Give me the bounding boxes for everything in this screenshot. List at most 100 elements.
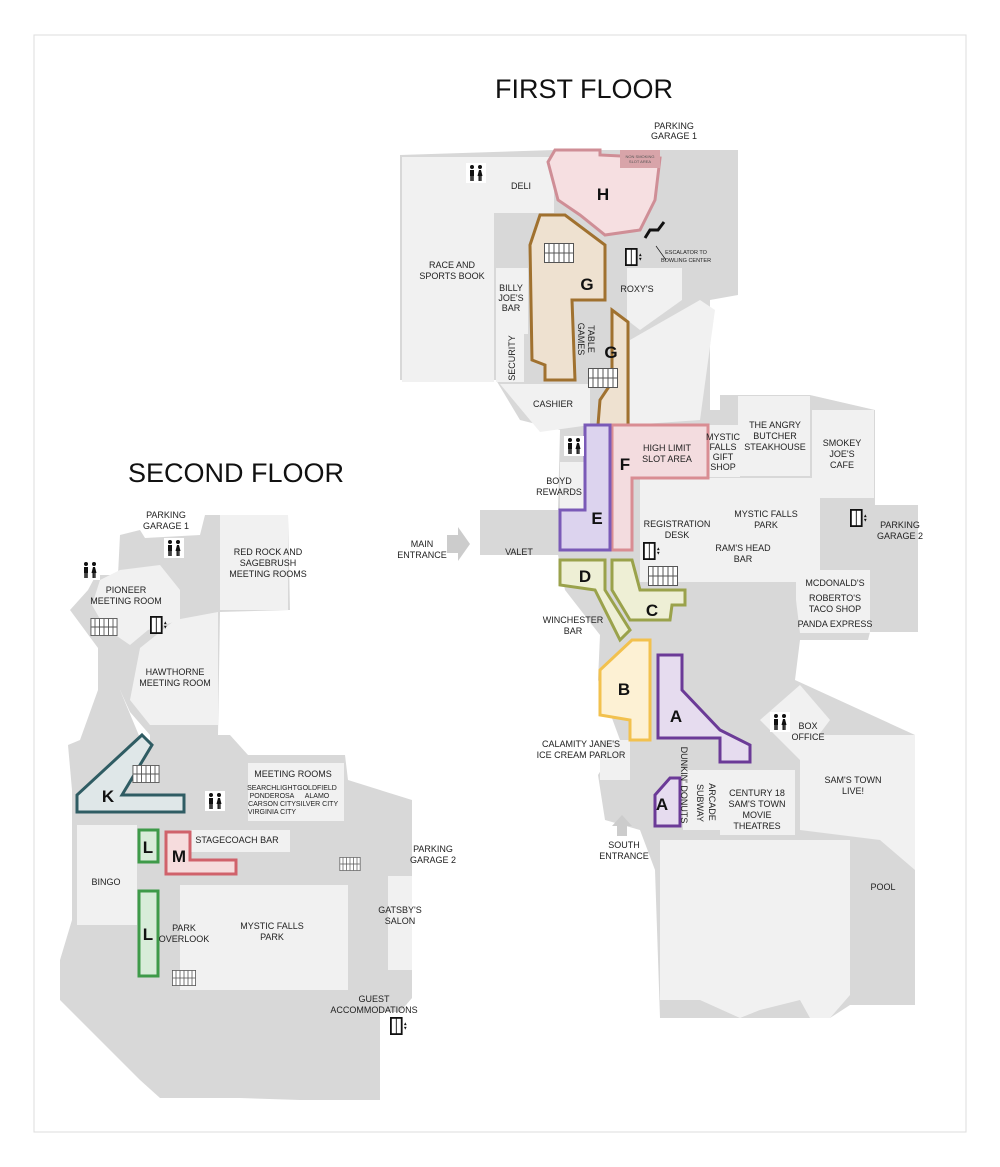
arcade-label: ARCADE [707, 783, 717, 821]
security-label: SECURITY [507, 335, 517, 381]
restroom-icon [205, 791, 225, 811]
first-floor-rooms [402, 157, 915, 1018]
meeting-rooms-room [248, 763, 344, 821]
stairs-icon [544, 243, 574, 263]
calamity-room [600, 740, 630, 780]
security-room [496, 334, 524, 382]
mystic-park-room-2 [180, 885, 348, 990]
deli-room [494, 157, 554, 213]
restroom-icon [164, 538, 184, 558]
billy-joes-room [496, 268, 528, 334]
first-floor-title: FIRST FLOOR [495, 74, 673, 104]
zone-h-area[interactable] [546, 148, 662, 237]
angry-butcher-room [738, 396, 810, 476]
zone-b-area[interactable] [598, 638, 652, 742]
zone-a2-area[interactable] [653, 776, 682, 828]
restroom-icon [770, 712, 790, 732]
escalator-icon [643, 221, 667, 261]
gift-shop-room [707, 425, 740, 477]
restroom-icon [80, 560, 100, 580]
restroom-icon [466, 163, 486, 183]
non-smoking-area [620, 150, 660, 168]
zone-c-label: C [646, 601, 658, 620]
subway-label: SUBWAY [695, 784, 705, 822]
valet-label: VALET [505, 547, 533, 557]
zone-c-area[interactable] [610, 558, 687, 622]
zone-l2-area[interactable] [137, 889, 160, 978]
zone-a2-label: A [656, 795, 668, 814]
second-floor-rooms [77, 515, 412, 990]
meeting-rooms-label: MEETING ROOMS [254, 769, 332, 779]
shops-room [683, 770, 720, 830]
stairs-icon [339, 857, 361, 871]
race-sports-room [402, 157, 494, 382]
zone-e-label: E [591, 509, 602, 528]
zone-e-area[interactable] [558, 423, 612, 552]
zone-l1-label: L [143, 838, 153, 857]
pool-label: POOL [870, 882, 895, 892]
dunkin-label: DUNKIN' DONUTS [679, 747, 689, 824]
zone-l2-label: L [143, 925, 153, 944]
stairs-icon [588, 368, 618, 388]
roxys-room [627, 268, 682, 330]
mcdonalds-label: MCDONALD'S [805, 578, 864, 588]
right-upper-room [630, 300, 715, 425]
cashier-label: CASHIER [533, 399, 574, 409]
second-floor-title: SECOND FLOOR [128, 458, 344, 488]
zone-d-area[interactable] [558, 558, 632, 643]
deli-label: DELI [511, 181, 531, 191]
century-room [720, 770, 795, 835]
stairs-icon [648, 566, 678, 586]
first-floor-zone-letters: H G G F E D C B A A [579, 185, 682, 814]
zone-h-label: H [597, 185, 609, 204]
first-floor-zones [528, 148, 752, 828]
zone-k-label: K [102, 787, 115, 806]
gatsbys-room [388, 876, 412, 970]
second-floor-zone-letters: K L L M [102, 787, 186, 944]
zone-k-area[interactable] [75, 732, 186, 814]
main-entrance-arrow-icon [447, 527, 470, 561]
stairs-icon [171, 970, 197, 986]
stairs-icon [90, 618, 118, 636]
red-rock-room [220, 515, 288, 610]
zone-m-area[interactable] [164, 830, 238, 876]
zone-a1-label: A [670, 707, 682, 726]
zone-f-area[interactable] [610, 423, 710, 552]
zone-l1-area[interactable] [137, 828, 160, 864]
zone-b-label: B [618, 680, 630, 699]
zone-m-label: M [172, 847, 186, 866]
zone-a1-area[interactable] [656, 653, 752, 764]
zone-g1-label: G [580, 275, 593, 294]
